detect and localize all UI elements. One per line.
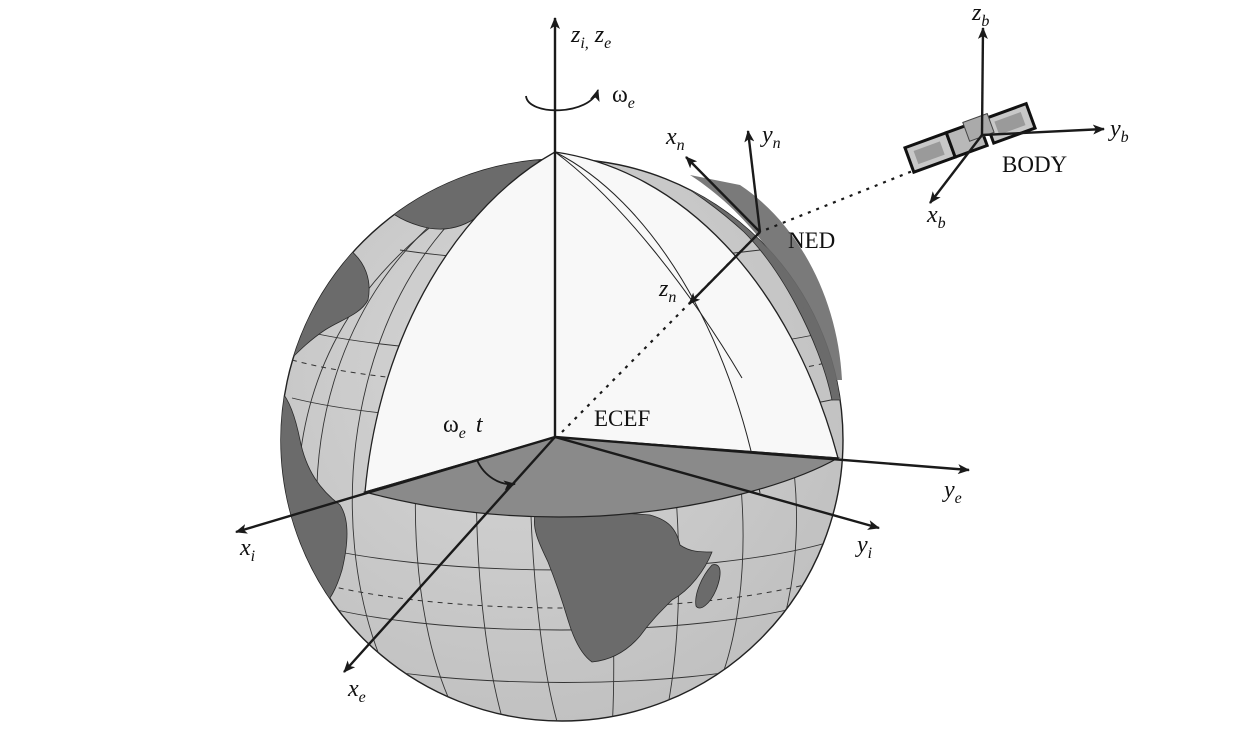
zi-ze-label: zi,ze (570, 22, 611, 52)
omega-e-label: ωe (612, 82, 635, 112)
xi-axis-arrow (235, 435, 556, 534)
ned-label: NED (788, 228, 835, 253)
limb-band (690, 175, 842, 380)
body-frame (929, 27, 1105, 204)
cutaway-meridian (554, 151, 761, 494)
equatorial-plane (362, 436, 841, 518)
cutaway-meridian-2 (554, 151, 743, 379)
xb-axis-arrow (929, 134, 983, 204)
ye-label: ye (942, 477, 962, 507)
yi-axis-arrow (554, 435, 880, 530)
xn-axis-arrow (685, 156, 761, 233)
africa-landmass (533, 510, 713, 663)
zn-label: zn (658, 276, 676, 306)
inertial-ecef-axes (235, 17, 970, 673)
continents (281, 159, 843, 663)
yn-label: yn (760, 122, 781, 152)
ecef-label: ECEF (594, 406, 650, 431)
ye-axis-arrow (554, 435, 970, 475)
yi-label: yi (855, 532, 872, 562)
madagascar-landmass (695, 564, 721, 609)
yn-axis-arrow (744, 130, 762, 233)
xb-label: xb (926, 202, 946, 232)
cutaway-face (364, 150, 556, 493)
earth-globe (280, 150, 844, 722)
earth-rotation-arrow (525, 89, 600, 112)
body-label: BODY (1002, 152, 1068, 177)
xn-label: xn (665, 124, 685, 154)
rotation-angle-arc (476, 459, 516, 491)
zb-label: zb (971, 0, 989, 30)
zb-axis-arrow (977, 27, 988, 136)
yb-axis-arrow (981, 124, 1105, 137)
xe-label: xe (347, 676, 366, 706)
yb-label: yb (1108, 116, 1129, 146)
zn-axis-arrow (688, 231, 761, 305)
ned-frame (685, 130, 762, 305)
xe-axis-arrow (343, 436, 556, 673)
xi-label: xi (239, 535, 255, 565)
